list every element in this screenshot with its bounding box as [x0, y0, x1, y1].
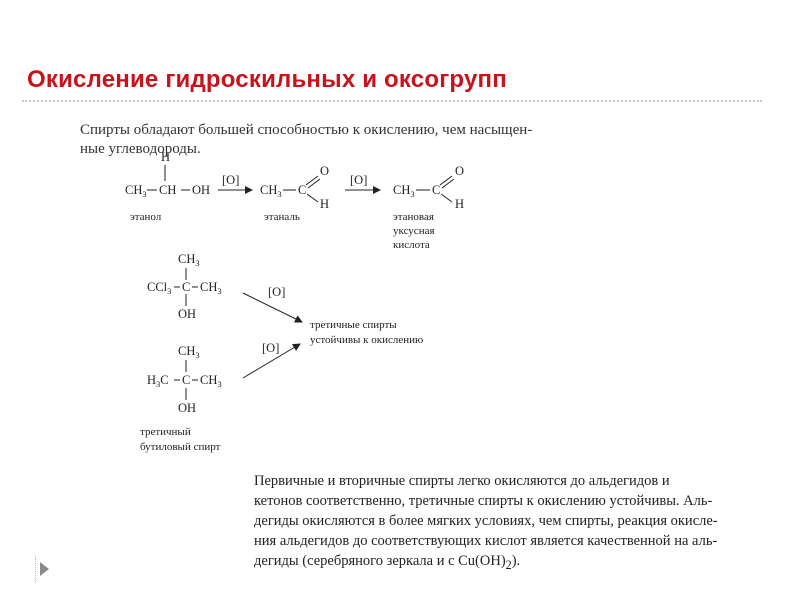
tc-oh: OH — [178, 307, 196, 321]
acid-ch3: CH3 — [393, 183, 415, 199]
reaction-arrow-2: [O] — [345, 173, 381, 194]
acetic-acid-structure: CH3 C O H этановая уксусная кислота — [393, 164, 464, 251]
tertiary-note-1: третичные спирты — [310, 319, 397, 331]
acid-label-3: кислота — [393, 239, 430, 251]
tb-oh: OH — [178, 401, 196, 415]
intro-line-1: Спирты обладают большей способностью к о… — [80, 122, 533, 138]
title-divider — [22, 100, 762, 102]
acid-label-1: этановая — [393, 211, 434, 223]
tert-butyl-label-2: бутиловый спирт — [140, 441, 221, 453]
reagent-o-2: [O] — [350, 173, 367, 187]
acid-o: O — [455, 164, 464, 178]
slide-title: Окисление гидроскильных и оксогрупп — [27, 66, 507, 93]
ethanol-structure: H CH3 CH OH этанол — [125, 150, 210, 223]
paragraph-line-3: дегиды окисляются в более мягких условия… — [254, 513, 718, 529]
tert-butyl-label-1: третичный — [140, 426, 191, 438]
reagent-o-4: [O] — [262, 341, 279, 355]
ethanal-c: C — [298, 183, 306, 197]
ethanal-ch3: CH3 — [260, 183, 282, 199]
tb-ch3-right: CH3 — [200, 373, 222, 389]
reaction-arrow-3: [O] — [242, 285, 303, 323]
tc-ch3-right: CH3 — [200, 280, 222, 296]
ethanal-o: O — [320, 164, 329, 178]
acid-h: H — [455, 197, 464, 211]
tc-c: C — [182, 280, 190, 294]
reaction-arrow-4: [O] — [242, 341, 301, 379]
tert-butyl-alcohol: CH3 H3C C CH3 OH третичный бутиловый спи… — [140, 344, 222, 453]
tb-h3c: H3C — [147, 373, 169, 389]
ethanol-oh: OH — [192, 183, 210, 197]
ethanal-label: этаналь — [264, 211, 300, 223]
tc-ccl3: CCl3 — [147, 280, 171, 296]
intro-text: Спирты обладают большей способностью к о… — [80, 121, 580, 159]
acid-c: C — [432, 183, 440, 197]
ethanal-h: H — [320, 197, 329, 211]
paragraph-line-5: дегиды (серебряного зеркала и с Cu(OH)2)… — [254, 553, 521, 572]
ethanol-h: H — [161, 150, 170, 164]
paragraph-line-2: кетонов соответственно, третичные спирты… — [254, 493, 713, 509]
tb-c: C — [182, 373, 190, 387]
paragraph-line-4: ния альдегидов до соответствующих кислот… — [254, 533, 718, 549]
reagent-o-1: [O] — [222, 173, 239, 187]
trichloro-tertiary-alcohol: CH3 CCl3 C CH3 OH — [147, 252, 222, 321]
tertiary-note-2: устойчивы к окислению — [310, 334, 423, 346]
paragraph-line-1: Первичные и вторичные спирты легко окисл… — [254, 473, 670, 489]
ethanal-structure: CH3 C O H этаналь — [260, 164, 329, 223]
tc-ch3-top: CH3 — [178, 252, 200, 268]
ethanol-ch: CH — [159, 183, 176, 197]
reaction-arrow-1: [O] — [218, 173, 253, 194]
explanation-paragraph: Первичные и вторичные спирты легко окисл… — [254, 471, 784, 575]
play-triangle-icon[interactable] — [40, 562, 49, 576]
ethanol-label: этанол — [130, 211, 162, 223]
ethanol-ch3: CH3 — [125, 183, 147, 199]
acid-label-2: уксусная — [393, 225, 435, 237]
reagent-o-3: [O] — [268, 285, 285, 299]
tb-ch3-top: CH3 — [178, 344, 200, 360]
footer-divider — [35, 555, 36, 582]
intro-line-2: ные углеводороды. — [80, 141, 201, 157]
